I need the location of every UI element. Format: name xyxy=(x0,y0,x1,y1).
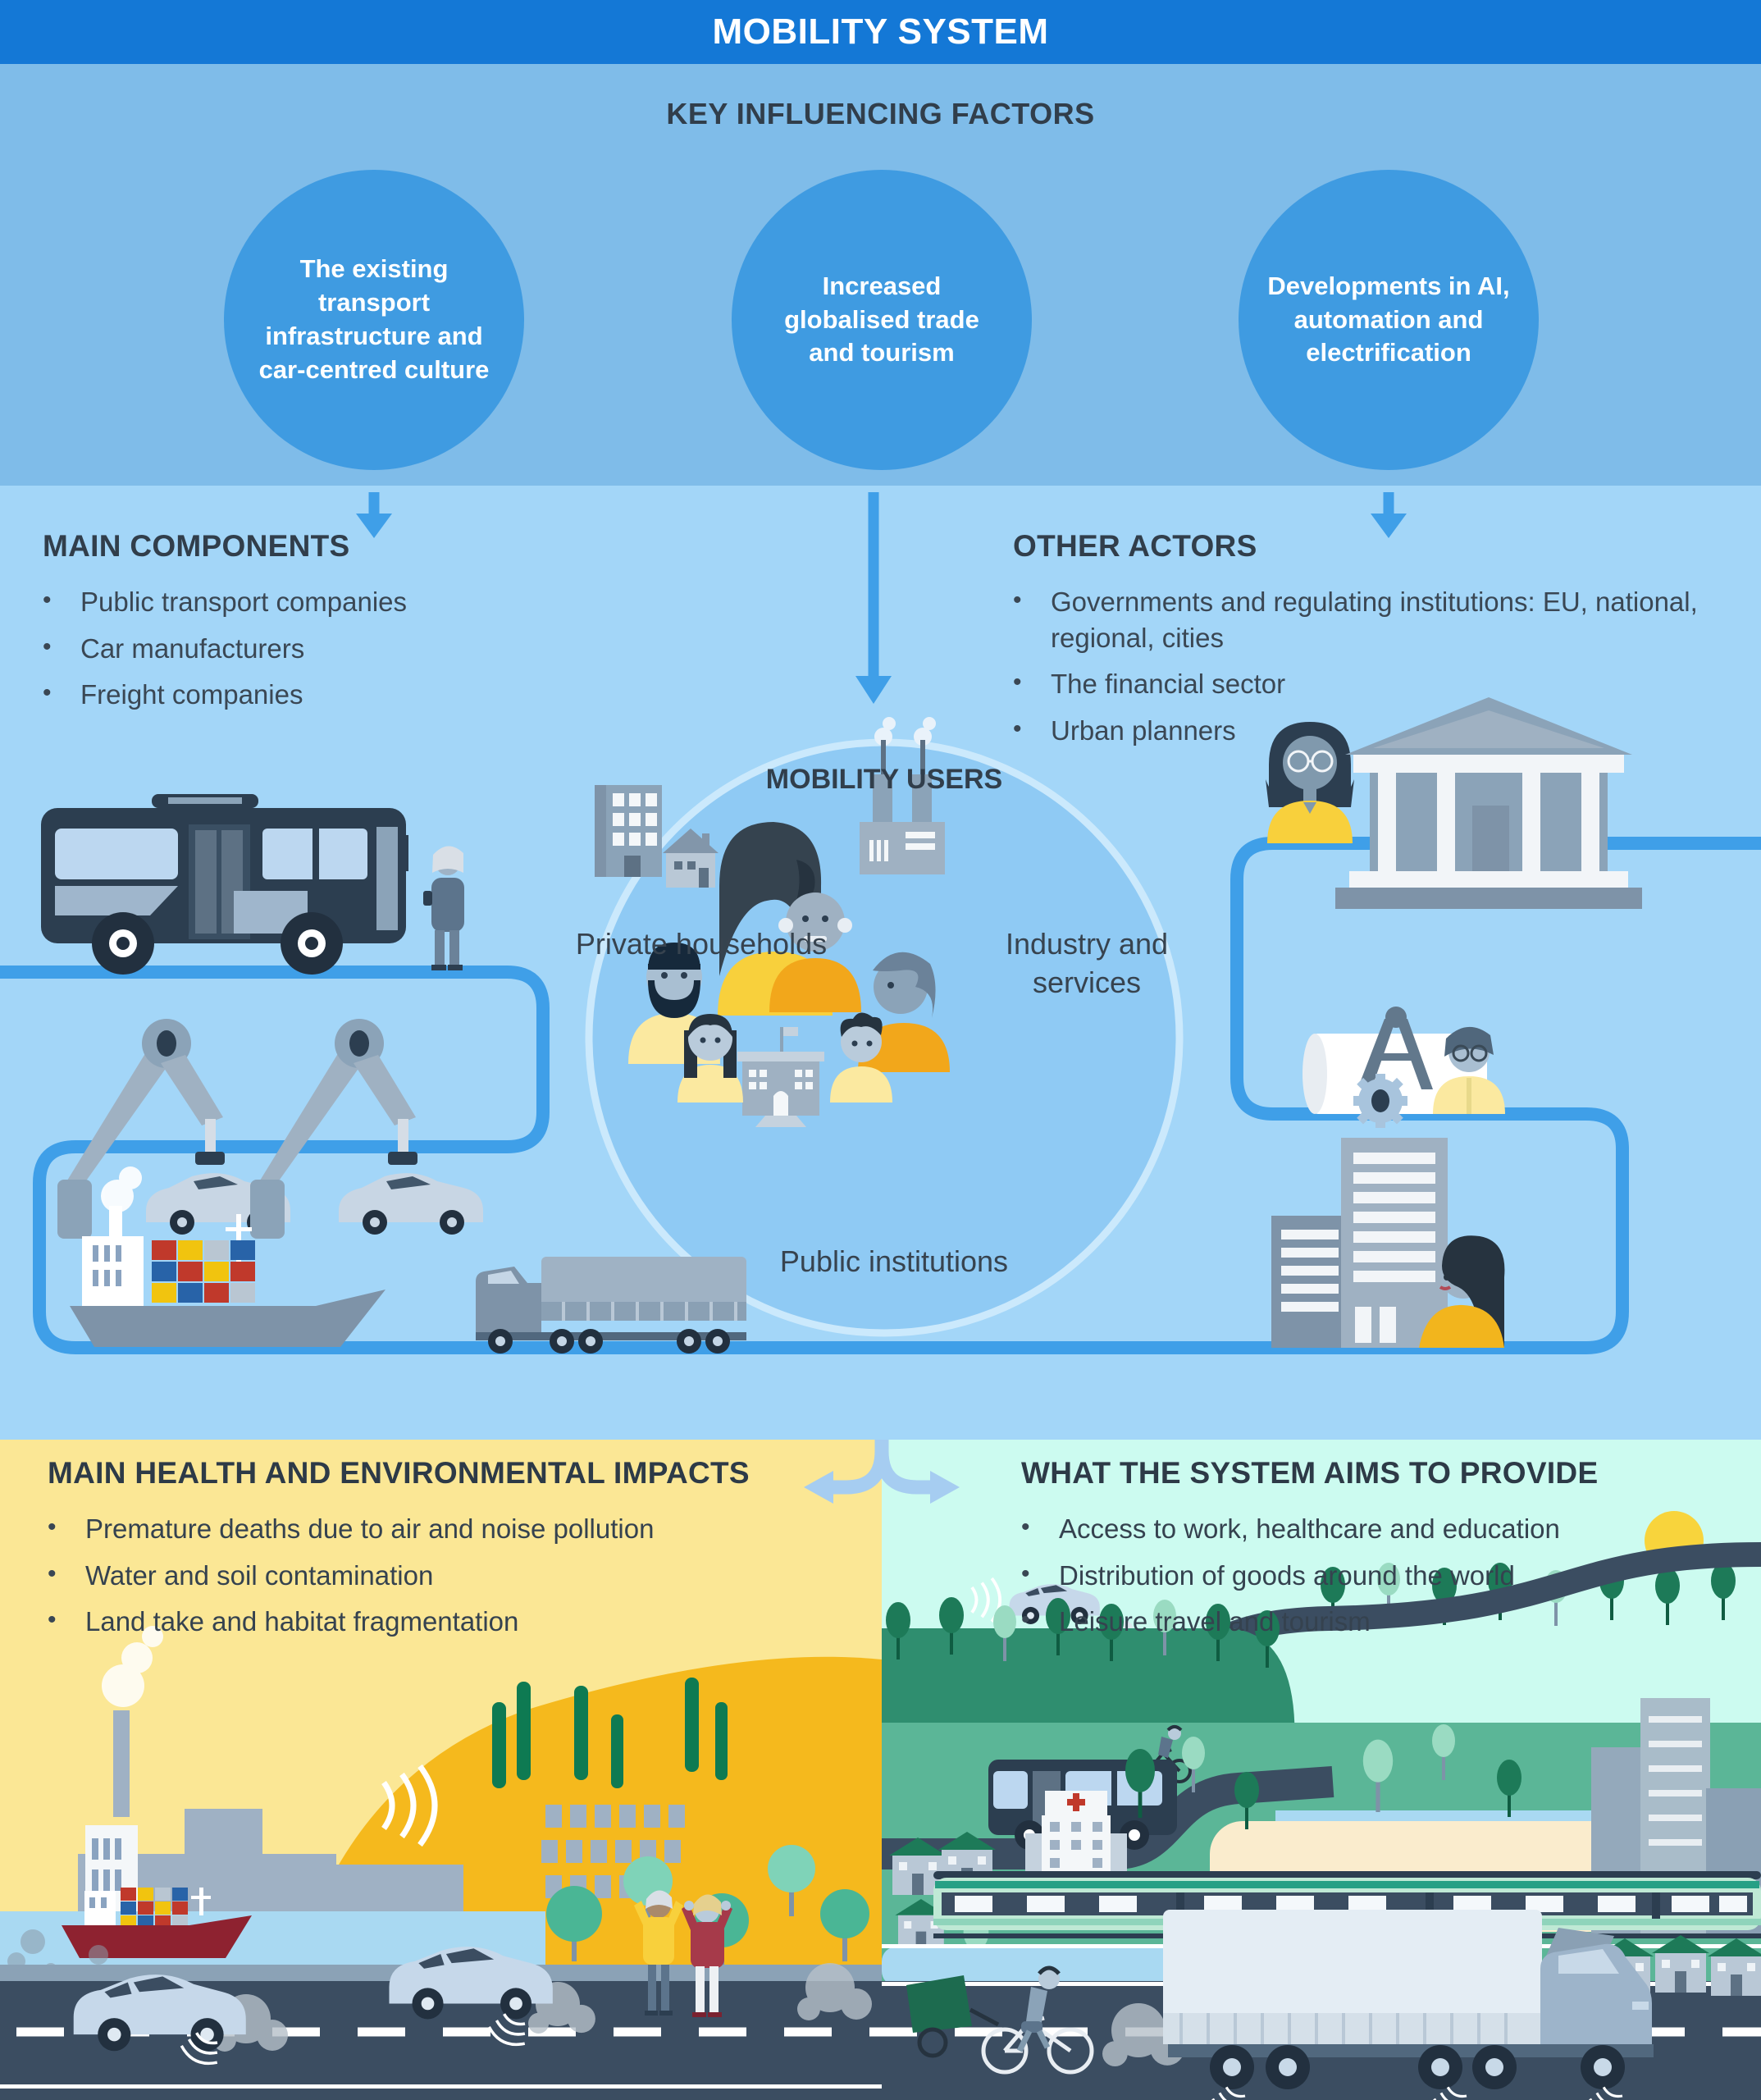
green-hill xyxy=(882,1628,1295,1751)
factor-circle-infrastructure: The existing transport infrastructure an… xyxy=(224,170,524,470)
person-girl xyxy=(677,1014,743,1102)
list-item: •Land take and habitat fragmentation xyxy=(48,1606,519,1637)
impacts-list: •Premature deaths due to air and noise p… xyxy=(48,1511,835,1650)
people-covering-ears xyxy=(634,1890,732,2017)
list-item: •Governments and regulating institutions… xyxy=(1013,587,1698,653)
connector-wire xyxy=(0,837,1761,1354)
freight-truck-illustration xyxy=(476,1257,746,1354)
list-item: •Leisure travel and tourism xyxy=(1021,1606,1371,1637)
list-item: •Distribution of goods around the world xyxy=(1021,1559,1515,1591)
other-actors-list: •Governments and regulating institutions… xyxy=(1013,584,1735,759)
main-components-list: •Public transport companies •Car manufac… xyxy=(43,584,551,724)
label-private-households: Private households xyxy=(575,927,828,961)
cyclist-with-cart xyxy=(906,1965,1094,2075)
government-woman xyxy=(1266,722,1354,843)
factor-circle-trade: Increased globalised trade and tourism xyxy=(732,170,1032,470)
school-icon xyxy=(737,1027,824,1127)
bus-illustration xyxy=(41,794,408,975)
main-components-heading: MAIN COMPONENTS xyxy=(43,529,350,563)
list-item: •Urban planners xyxy=(1013,714,1236,746)
middle-illustration xyxy=(0,492,1761,1354)
list-item: •Water and soil contamination xyxy=(48,1559,434,1591)
label-industry-services: Industry and services xyxy=(1005,927,1169,999)
factory-icon xyxy=(860,717,945,874)
landscape-illustration xyxy=(0,1440,1761,2100)
red-cargo-ship xyxy=(62,1888,252,1958)
list-item: •Premature deaths due to air and noise p… xyxy=(48,1513,655,1544)
aims-heading: WHAT THE SYSTEM AIMS TO PROVIDE xyxy=(1021,1456,1599,1490)
header-bar: MOBILITY SYSTEM xyxy=(0,0,1761,64)
person-boy xyxy=(830,1012,892,1102)
financial-sector-illustration xyxy=(1271,1138,1505,1348)
arrow-down-right xyxy=(1371,492,1407,538)
arrow-down-center xyxy=(855,492,892,704)
person-at-bus-stop xyxy=(423,846,464,970)
factors-heading: KEY INFLUENCING FACTORS xyxy=(666,97,1095,130)
cypress-trees xyxy=(492,1678,728,1788)
factor-circle-ai: Developments in AI, automation and elect… xyxy=(1239,170,1539,470)
apartment-icon xyxy=(595,785,662,877)
cargo-ship-illustration xyxy=(70,1166,386,1347)
arrow-down-left xyxy=(356,492,392,538)
aims-list: •Access to work, healthcare and educatio… xyxy=(1021,1511,1710,1650)
industrial-area xyxy=(78,1626,463,1914)
impacts-heading: MAIN HEALTH AND ENVIRONMENTAL IMPACTS xyxy=(48,1456,750,1490)
other-actors-heading: OTHER ACTORS xyxy=(1013,529,1257,563)
urban-planner-illustration xyxy=(1303,1007,1505,1128)
big-truck xyxy=(1102,1910,1654,2100)
list-item: •Access to work, healthcare and educatio… xyxy=(1021,1513,1560,1544)
mobility-users-title: MOBILITY USERS xyxy=(765,764,1003,795)
list-item: •Car manufacturers xyxy=(43,632,305,664)
list-item: •Freight companies xyxy=(43,679,303,710)
split-arrow xyxy=(804,1440,960,1504)
person-old-man xyxy=(769,892,861,1012)
label-public-institutions: Public institutions xyxy=(779,1244,1009,1278)
government-building xyxy=(1335,697,1642,909)
list-item: •Public transport companies xyxy=(43,587,408,617)
mobility-users-circle xyxy=(585,717,1184,1337)
page-title: MOBILITY SYSTEM xyxy=(712,11,1049,52)
list-item: •The financial sector xyxy=(1013,669,1286,700)
house-icon xyxy=(663,829,719,888)
